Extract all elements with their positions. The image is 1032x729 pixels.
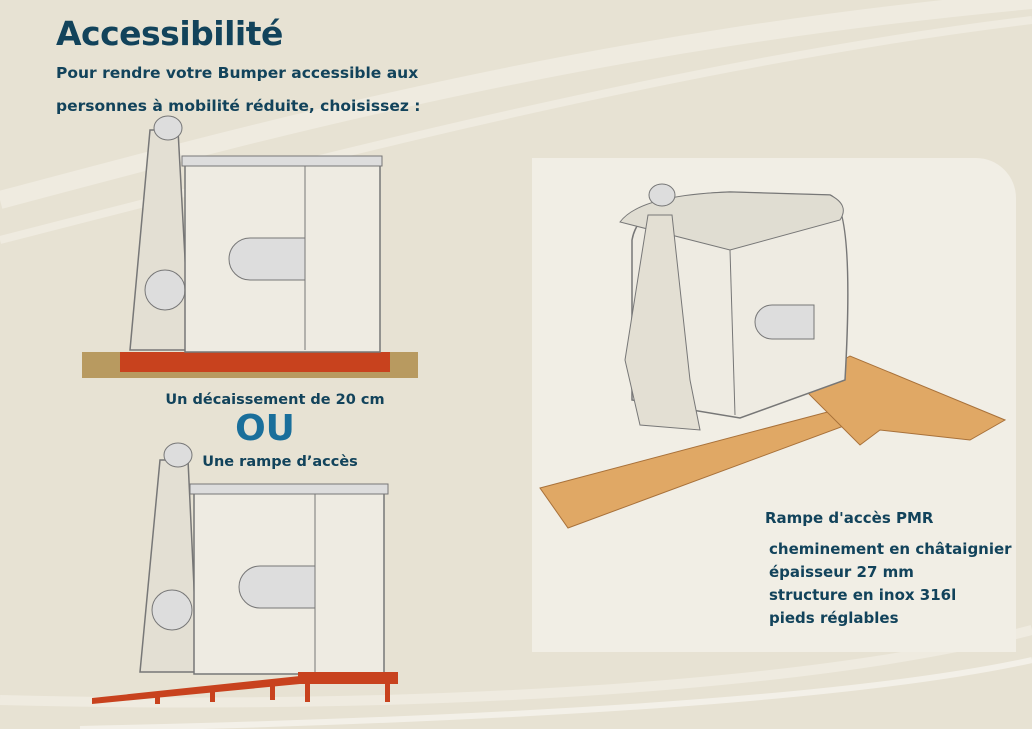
pmr-ramp-illustration <box>539 183 1007 529</box>
product-title: Rampe d'accès PMR <box>765 509 934 527</box>
feature-item: pieds réglables <box>769 609 899 627</box>
page-title: Accessibilité <box>56 14 283 53</box>
feature-item: cheminement en châtaignier <box>769 540 1012 558</box>
feature-item: épaisseur 27 mm <box>769 563 914 581</box>
or-separator: OU <box>235 408 295 449</box>
feature-item: structure en inox 316l <box>769 586 957 604</box>
cabin-recess-illustration <box>82 115 418 378</box>
cabin-ramp-illustration <box>92 442 398 704</box>
option-ramp-caption: Une rampe d’accès <box>202 454 358 470</box>
subtitle-line-2: personnes à mobilité réduite, choisissez… <box>56 97 421 115</box>
subtitle-line-1: Pour rendre votre Bumper accessible aux <box>56 64 419 82</box>
option-recess-caption: Un décaissement de 20 cm <box>165 392 385 408</box>
